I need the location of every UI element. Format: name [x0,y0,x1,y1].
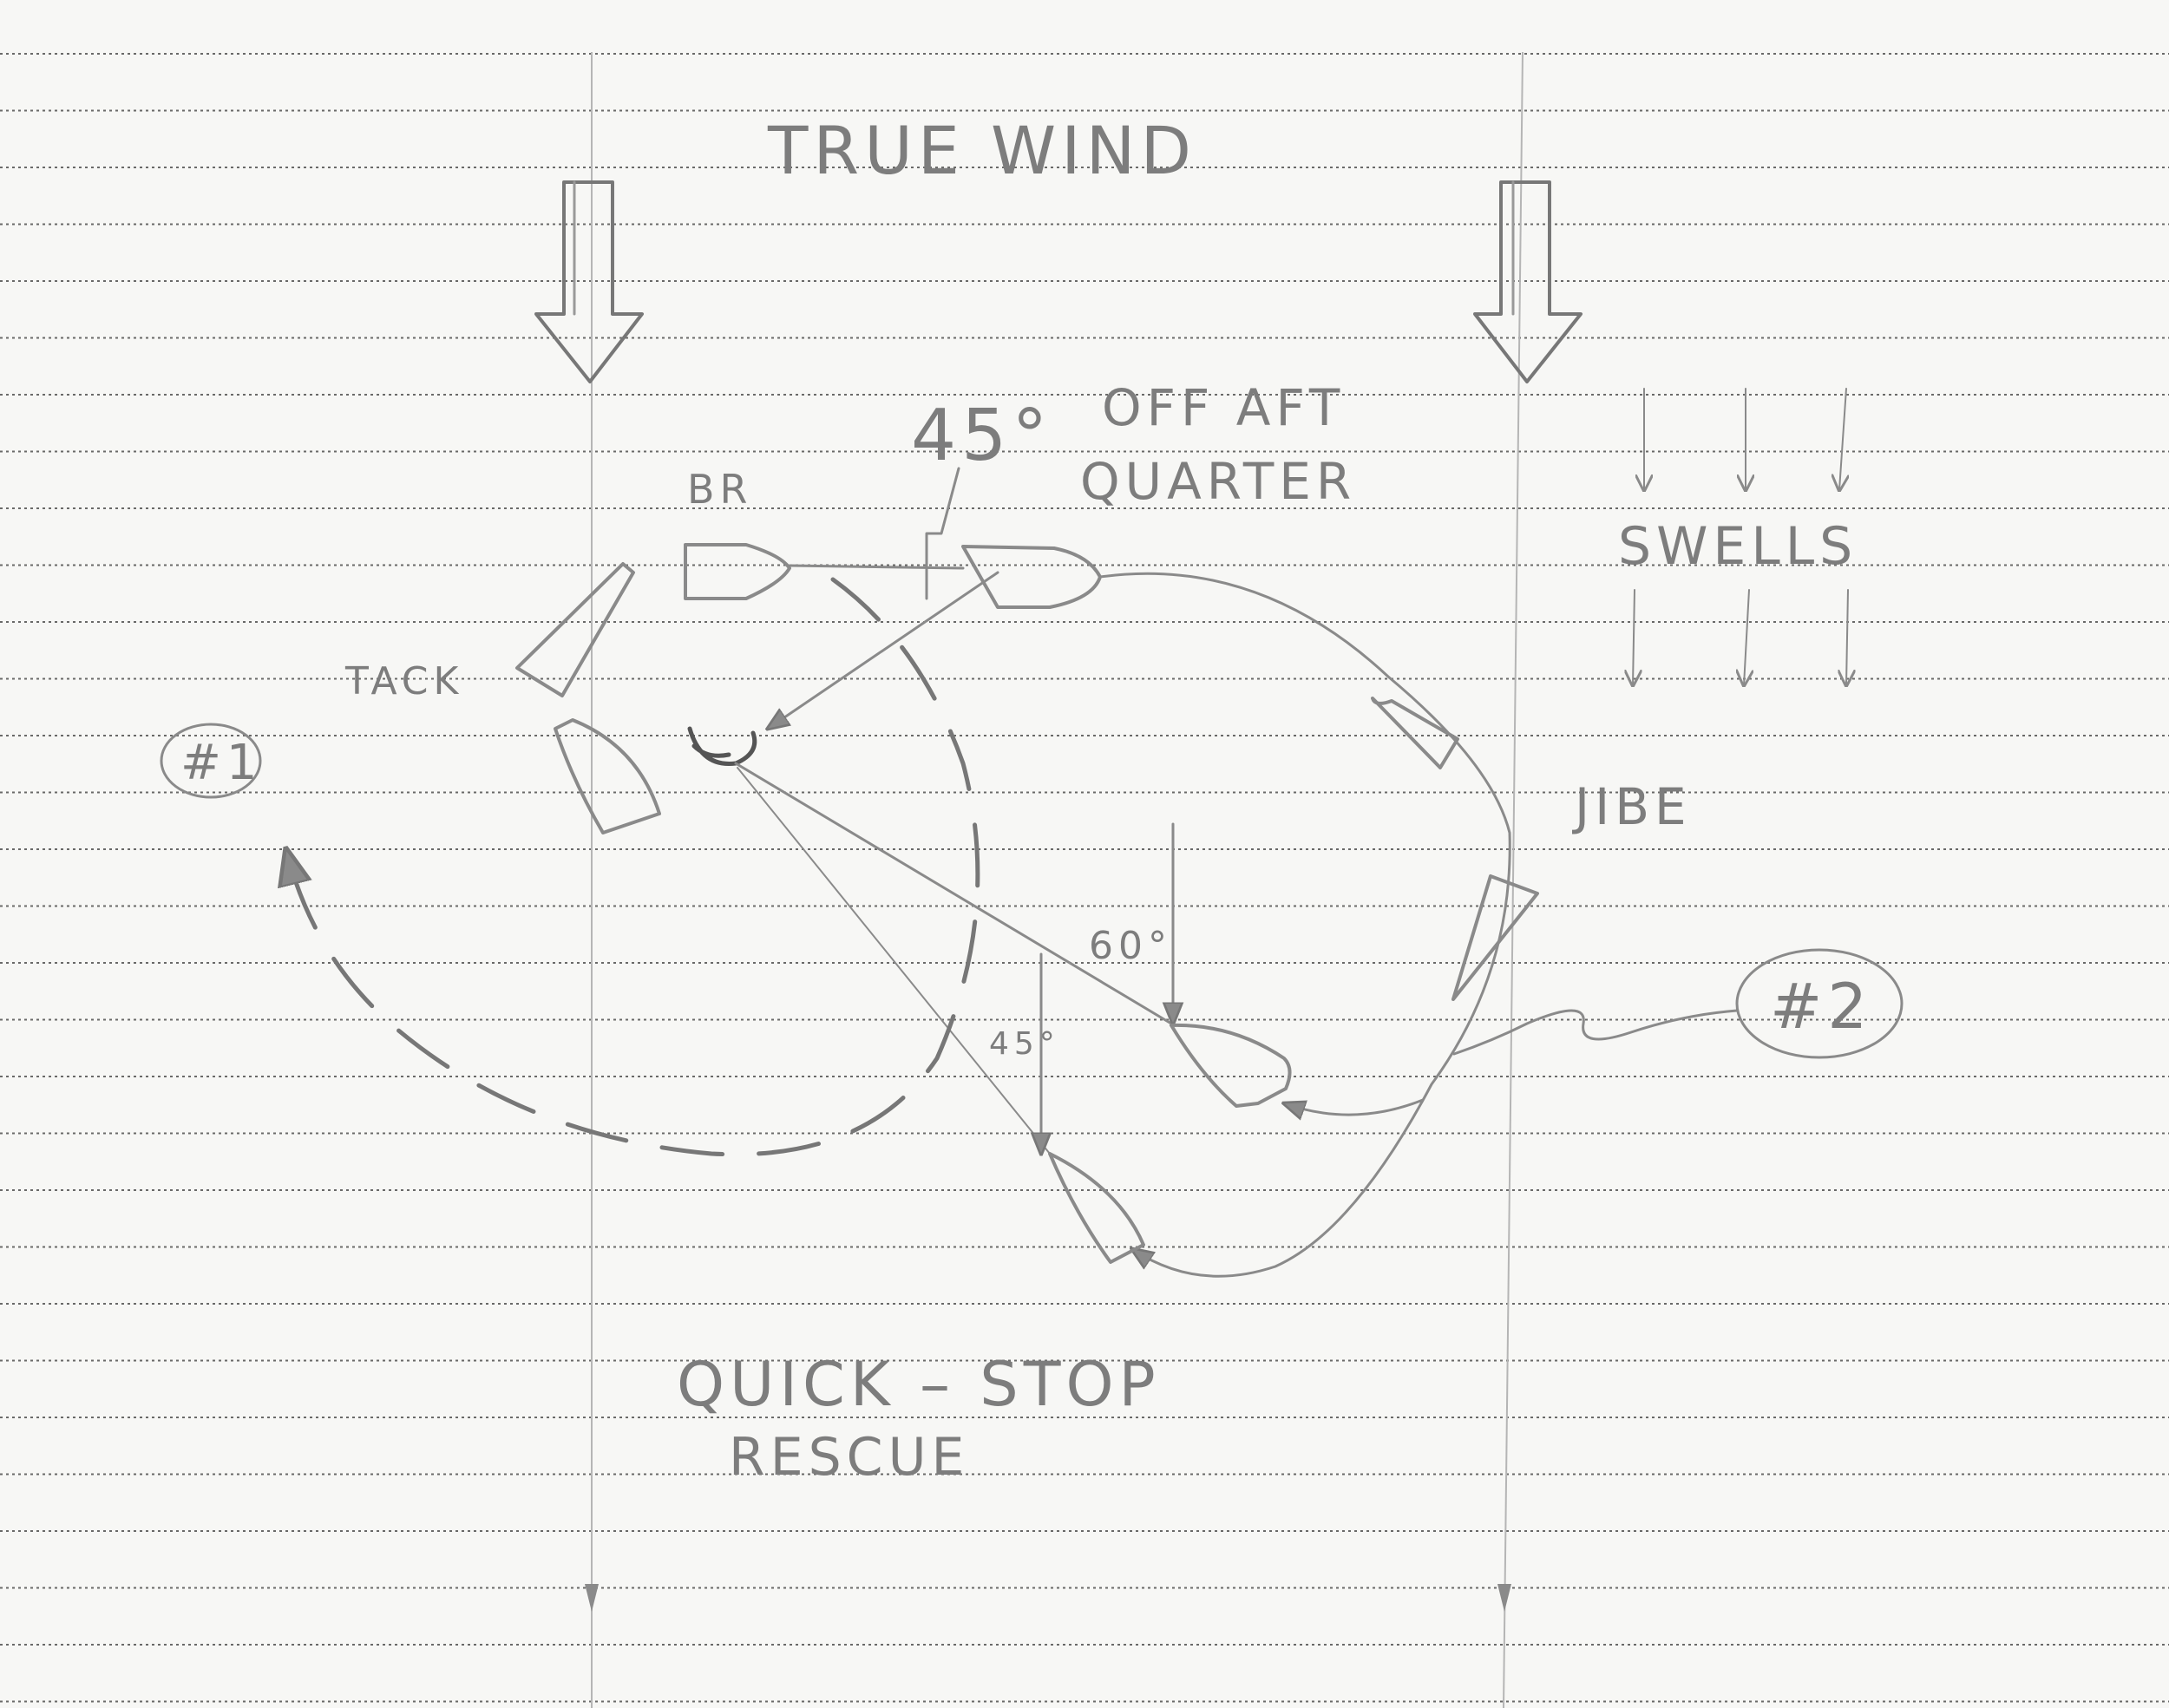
person-overboard-icon [687,726,757,766]
boat-tacking [515,562,635,697]
marker-2-leader [1452,1009,1739,1056]
dashed-course-loop [286,577,980,1157]
boat-jibe-lower [1451,874,1539,1001]
true-wind-label: TRUE WIND [767,112,1196,189]
swells-label: SWELLS [1618,516,1858,577]
boat-off-aft-quarter [961,545,1102,609]
margin-arrowhead-left [585,1584,599,1612]
quarter-label: QUARTER [1080,452,1356,511]
off-aft-label: OFF AFT [1102,378,1345,437]
boat-jibe-upper [1371,697,1459,769]
course-line-60 [734,762,1173,1025]
margin-lines [585,51,1524,1708]
course-line-top [788,564,965,570]
quick-stop-label: QUICK – STOP [677,1349,1161,1420]
marker-2-label: #2 [1770,970,1872,1043]
course-loop-right [1098,572,1511,1278]
angle-60-label: 60° [1089,924,1172,968]
boat-beam-reach [684,543,791,600]
tack-label: TACK [344,659,463,703]
margin-line-right [1503,51,1524,1708]
marker-1-label: #1 [180,735,263,791]
jibe-label: JIBE [1572,777,1692,836]
course-line-to-person [768,571,999,729]
boat-head-to-wind [554,718,661,834]
wind-arrow-right [1473,180,1583,383]
angle-45-pointer [925,467,960,600]
br-label: BR [687,466,753,513]
rescue-label: RESCUE [729,1427,969,1488]
angle-45-small-label: 45° [989,1026,1060,1062]
swell-arrows [1633,388,1848,685]
marker-1-circle [160,723,262,799]
course-return-60 [1284,1098,1425,1115]
boat-at-45 [1048,1152,1145,1264]
angle-45-label: 45° [911,395,1052,477]
boat-at-60 [1170,1023,1292,1108]
marker-2-circle [1735,948,1904,1059]
margin-arrowhead-right [1497,1584,1511,1612]
wind-arrow-left [534,180,644,383]
course-line-45 [737,767,1051,1155]
ruled-lines [0,53,2169,1703]
